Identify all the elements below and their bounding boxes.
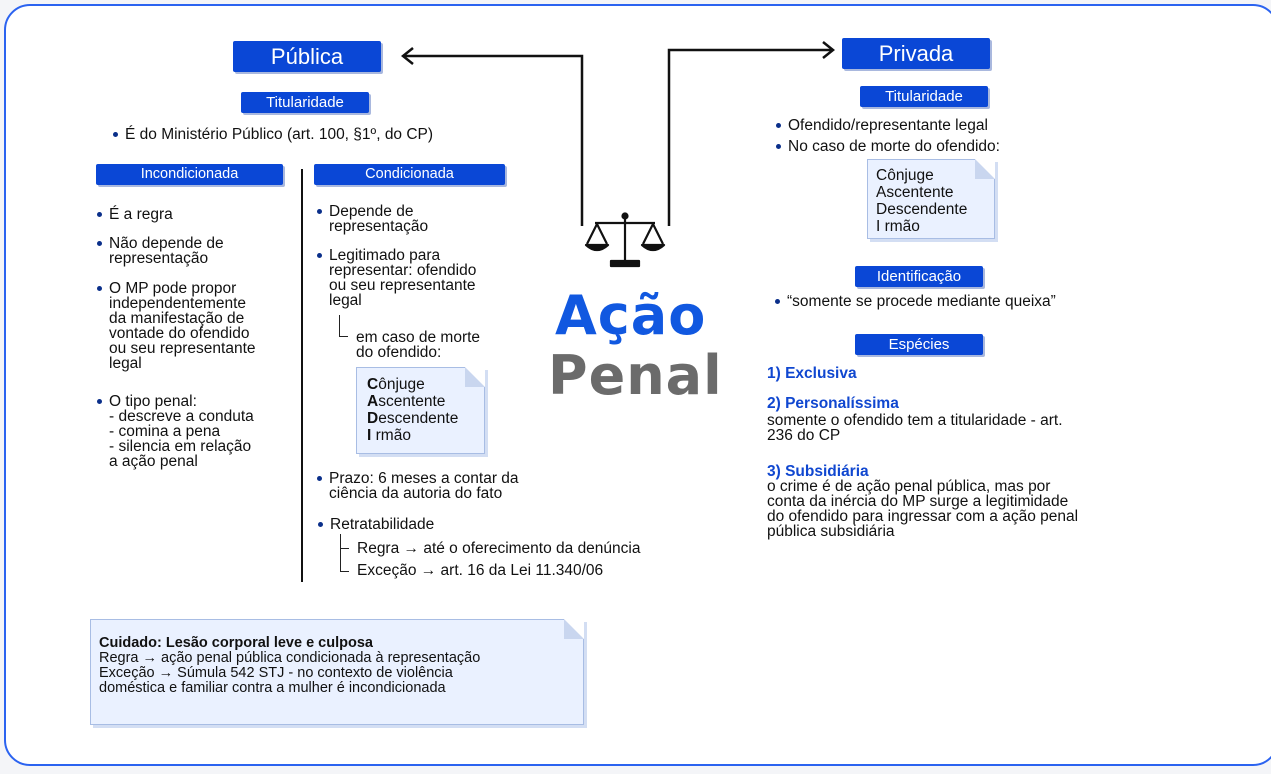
branch-arrows xyxy=(400,41,836,226)
subsidiaria-text: o crime é de ação penal pública, mas por… xyxy=(767,478,1079,540)
cond-item-1: Depende de representação xyxy=(316,203,429,235)
privada-tit-item-1: Ofendido/representante legal xyxy=(776,117,988,134)
privada-label: Privada xyxy=(842,38,990,69)
cond-sub-morte: em caso de morte do ofendido: xyxy=(356,329,481,361)
cond-retratabilidade: Retratabilidade xyxy=(317,516,435,533)
publica-titularidade-item: É do Ministério Público (art. 100, §1º, … xyxy=(112,126,434,143)
especies-label: Espécies xyxy=(855,334,983,355)
cadi-row-4: I rmão xyxy=(367,427,411,444)
cadi-note-publica: Cônjuge Ascentente Descendente I rmão xyxy=(356,367,485,454)
priv-cadi-3: Descendente xyxy=(876,201,968,218)
cond-prazo: Prazo: 6 meses a contar da ciência da au… xyxy=(317,470,519,502)
identificacao-label: Identificação xyxy=(855,266,983,287)
tree-connector-3 xyxy=(340,549,349,572)
tree-connector-2 xyxy=(340,534,349,549)
incond-item-4: O tipo penal: - descreve a conduta - com… xyxy=(97,393,254,470)
condicionada-label: Condicionada xyxy=(314,164,505,185)
cadi-row-2: Ascentente xyxy=(367,393,446,410)
title-penal: Penal xyxy=(548,344,723,407)
cuidado-regra: Regra → ação penal pública condicionada … xyxy=(99,650,481,666)
tree-connector xyxy=(339,315,348,337)
cadi-note-privada: Cônjuge Ascentente Descendente I rmão xyxy=(867,159,995,239)
especie-personalissima: 2) Personalíssima xyxy=(767,395,899,412)
identificacao-item: “somente se procede mediante queixa” xyxy=(775,293,1056,310)
privada-titularidade-label: Titularidade xyxy=(860,86,988,107)
priv-cadi-1: Cônjuge xyxy=(876,167,934,184)
cond-excecao: Exceção → art. 16 da Lei 11.340/06 xyxy=(357,562,604,579)
cuidado-note: Cuidado: Lesão corporal leve e culposa R… xyxy=(90,619,584,725)
cuidado-title: Cuidado: Lesão corporal leve e culposa xyxy=(99,635,373,651)
incond-item-1: É a regra xyxy=(97,206,173,223)
cond-item-2: Legitimado para representar: ofendido ou… xyxy=(316,247,477,309)
cond-regra: Regra → até o oferecimento da denúncia xyxy=(357,540,641,557)
personalissima-text: somente o ofendido tem a titularidade - … xyxy=(767,412,1063,444)
column-divider xyxy=(301,169,303,582)
priv-cadi-4: I rmão xyxy=(876,218,920,235)
cadi-row-1: Cônjuge xyxy=(367,376,425,393)
privada-tit-item-2: No caso de morte do ofendido: xyxy=(776,138,1000,155)
incondicionada-label: Incondicionada xyxy=(96,164,283,185)
especie-subsidiaria: 3) Subsidiária xyxy=(767,463,869,480)
incond-item-2: Não depende de representação xyxy=(97,235,224,267)
title-acao: Ação xyxy=(555,284,707,347)
publica-label: Pública xyxy=(233,41,381,72)
incond-item-3: O MP pode propor independentemente da ma… xyxy=(97,280,256,372)
publica-titularidade-label: Titularidade xyxy=(241,92,369,113)
cuidado-excecao: Exceção → Súmula 542 STJ - no contexto d… xyxy=(99,665,453,696)
scales-of-justice-icon xyxy=(584,212,666,268)
priv-cadi-2: Ascentente xyxy=(876,184,954,201)
cadi-row-3: Descendente xyxy=(367,410,459,427)
especie-exclusiva: 1) Exclusiva xyxy=(767,365,857,382)
